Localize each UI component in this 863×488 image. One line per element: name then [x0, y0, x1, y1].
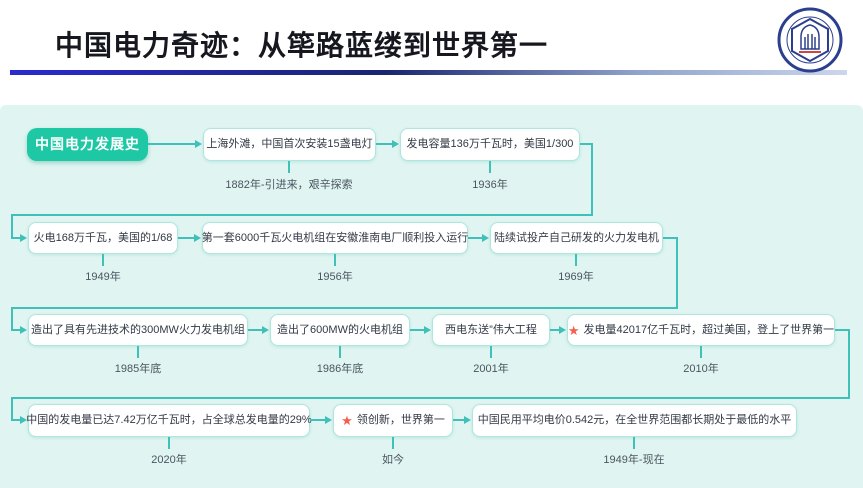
- wrap-connector: [835, 329, 850, 331]
- node-text: 中国的发电量已达7.42万亿千瓦时，占全球总发电量的29%: [26, 414, 312, 427]
- wrap-connector: [580, 143, 593, 145]
- year-label-1969: 1969年: [558, 271, 594, 283]
- label-stem: [168, 437, 170, 449]
- year-label-1985: 1985年底: [114, 363, 162, 375]
- box-2010-world-first: ★发电量42017亿千瓦时，超过美国，登上了世界第一: [567, 314, 835, 346]
- wrap-connector: [11, 237, 21, 239]
- arrow-line: [453, 419, 465, 421]
- arrow-line: [376, 143, 393, 145]
- root-label-power-history: 中国电力发展史: [27, 128, 148, 161]
- year-label-1882: 1882年-引进来，艰辛探索: [225, 179, 353, 191]
- arrow-line: [550, 329, 560, 331]
- arrowhead-icon: [325, 416, 332, 424]
- arrowhead-icon: [464, 416, 471, 424]
- wrap-connector: [11, 397, 850, 399]
- year-label-1986: 1986年底: [316, 363, 364, 375]
- arrowhead-icon: [424, 326, 431, 334]
- university-emblem-icon: [777, 7, 843, 73]
- arrow-line: [310, 419, 326, 421]
- wrap-connector: [11, 329, 21, 331]
- node-text: 发电量42017亿千瓦时，超过美国，登上了世界第一: [583, 323, 835, 336]
- arrowhead-icon: [20, 234, 27, 242]
- node-text: 第一套6000千瓦火电机组在安徽淮南电厂顺利投入运行: [201, 231, 469, 244]
- label-stem: [288, 161, 290, 173]
- year-label-1949: 1949年: [85, 271, 121, 283]
- year-label-2020: 2020年: [151, 454, 187, 466]
- arrowhead-icon: [194, 234, 201, 242]
- arrowhead-icon: [195, 140, 202, 148]
- node-text: 造出了600MW的火电机组: [277, 323, 403, 336]
- box-1985-300mw: 造出了具有先进技术的300MW火力发电机组: [28, 314, 248, 346]
- arrow-line: [410, 329, 425, 331]
- wrap-connector: [591, 143, 593, 215]
- arrow-line: [248, 329, 263, 331]
- year-label-1956: 1956年: [317, 271, 353, 283]
- arrow-line: [468, 237, 483, 239]
- label-stem: [700, 346, 702, 358]
- arrowhead-icon: [20, 326, 27, 334]
- node-text: 火电168万千瓦，美国的1/68: [33, 231, 173, 244]
- wrap-connector: [11, 214, 593, 216]
- node-text: 陆续试投产自己研发的火力发电机: [494, 231, 659, 244]
- node-text: 发电容量136万千瓦时，美国1/300: [406, 138, 574, 151]
- label-stem: [102, 254, 104, 266]
- arrowhead-icon: [392, 140, 399, 148]
- year-label-now: 如今: [382, 454, 404, 466]
- wrap-connector: [663, 237, 678, 239]
- wrap-connector: [676, 237, 678, 308]
- star-icon: ★: [341, 413, 353, 428]
- wrap-connector: [11, 307, 13, 331]
- wrap-connector: [11, 307, 678, 309]
- node-text: 造出了具有先进技术的300MW火力发电机组: [31, 323, 245, 336]
- year-label-1936: 1936年: [472, 179, 508, 191]
- year-label-2001: 2001年: [473, 363, 509, 375]
- node-text: 领创新，世界第一: [356, 414, 445, 427]
- box-price-lowest: 中国民用平均电价0.542元，在全世界范围都长期处于最低的水平: [472, 404, 797, 437]
- box-1986-600mw: 造出了600MW的火电机组: [270, 314, 410, 346]
- box-1969-self-developed: 陆续试投产自己研发的火力发电机: [490, 222, 663, 254]
- box-1882-shanghai-bund: 上海外滩，中国首次安装15盏电灯: [203, 128, 376, 161]
- title-underline-bar: [10, 70, 847, 75]
- arrowhead-icon: [559, 326, 566, 334]
- box-2020-generation: 中国的发电量已达7.42万亿千瓦时，占全球总发电量的29%: [26, 404, 312, 437]
- wrap-connector: [848, 329, 850, 398]
- page-title: 中国电力奇迹：从筚路蓝缕到世界第一: [55, 30, 549, 61]
- box-now-innovation: ★领创新，世界第一: [333, 404, 453, 437]
- node-text: 中国电力发展史: [35, 135, 140, 152]
- node-text: 西电东送”伟大工程: [445, 323, 537, 336]
- wrap-connector: [11, 214, 13, 239]
- year-label-2010: 2010年: [683, 363, 719, 375]
- box-2001-west-east: 西电东送”伟大工程: [432, 314, 550, 346]
- arrow-line: [148, 143, 196, 145]
- year-label-1949-now: 1949年-现在: [603, 454, 665, 466]
- wrap-connector: [11, 397, 13, 421]
- arrowhead-icon: [482, 234, 489, 242]
- label-stem: [339, 346, 341, 358]
- arrowhead-icon: [262, 326, 269, 334]
- label-stem: [633, 437, 635, 449]
- label-stem: [490, 346, 492, 358]
- label-stem: [575, 254, 577, 266]
- label-stem: [489, 161, 491, 173]
- box-1936-capacity: 发电容量136万千瓦时，美国1/300: [400, 128, 580, 161]
- wrap-connector: [11, 419, 21, 421]
- box-1949-thermal: 火电168万千瓦，美国的1/68: [28, 222, 178, 254]
- label-stem: [392, 437, 394, 449]
- arrow-line: [178, 237, 195, 239]
- label-stem: [137, 346, 139, 358]
- label-stem: [334, 254, 336, 266]
- node-text: 中国民用平均电价0.542元，在全世界范围都长期处于最低的水平: [477, 414, 792, 427]
- node-text: 上海外滩，中国首次安装15盏电灯: [206, 138, 373, 151]
- star-icon: ★: [567, 322, 580, 338]
- arrowhead-icon: [20, 416, 27, 424]
- box-1956-huainan-unit: 第一套6000千瓦火电机组在安徽淮南电厂顺利投入运行: [202, 222, 468, 254]
